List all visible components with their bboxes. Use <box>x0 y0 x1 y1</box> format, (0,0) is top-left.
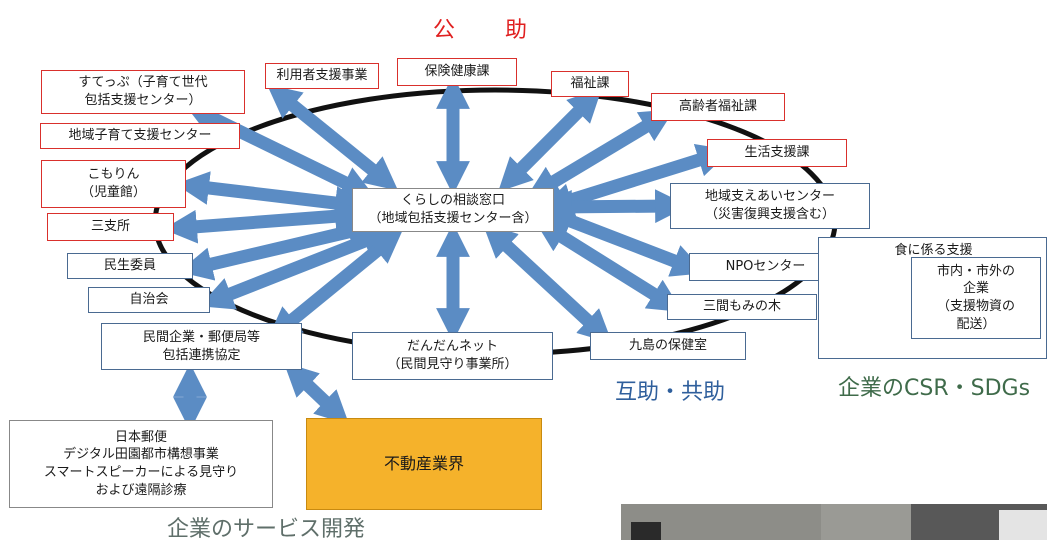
node-yubin: 日本郵便 デジタル田園都市構想事業 スマートスピーカーによる見守り および遠隔診… <box>9 420 273 508</box>
arrow-center-komorin <box>175 171 369 220</box>
label-mutual: 互助・共助 <box>615 380 726 405</box>
node-minkan: 民間企業・郵便局等 包括連携協定 <box>101 323 302 370</box>
node-chiiki-sasae: 地域支えあいセンター （災害復興支援含む） <box>670 183 870 229</box>
node-riyousha: 利用者支援事業 <box>265 63 379 89</box>
node-kosodate: 地域子育て支援センター <box>40 123 240 149</box>
node-suteppu: すてっぷ（子育て世代 包括支援センター） <box>41 70 245 114</box>
node-jichikai: 自治会 <box>88 287 210 313</box>
page-title: 公 助 <box>433 18 542 43</box>
node-sanshisho: 三支所 <box>47 213 174 241</box>
arrow-center-chiiki <box>538 189 689 224</box>
node-kujima: 九島の保健室 <box>590 332 746 360</box>
node-minsei: 民生委員 <box>67 253 193 279</box>
node-kigyo: 市内・市外の 企業 （支援物資の 配送） <box>911 257 1041 339</box>
arrow-minkan-fudousan <box>283 362 350 425</box>
node-npo: NPOセンター <box>689 253 842 281</box>
node-hoken: 保険健康課 <box>397 58 517 86</box>
arrow-center-sanshisho <box>163 199 369 244</box>
label-csr: 企業のCSR・SDGs <box>838 376 1031 401</box>
node-seikatsu: 生活支援課 <box>707 139 847 167</box>
arrow-center-minkan <box>266 229 404 341</box>
node-komorin: こもりん （児童館） <box>41 160 186 208</box>
node-center: くらしの相談窓口 （地域包括支援センター含） <box>352 188 554 232</box>
shoku-label: 食に係る支援 <box>894 243 973 258</box>
node-dandan: だんだんネット （民間見守り事業所） <box>352 332 553 380</box>
arrow-center-riyousha <box>266 84 399 191</box>
node-koureisha: 高齢者福祉課 <box>651 93 785 121</box>
photo-thumbnail <box>621 504 1047 540</box>
node-fukushi: 福祉課 <box>551 71 629 97</box>
node-fudousan: 不動産業界 <box>306 418 542 510</box>
node-mima: 三間もみの木 <box>667 294 817 320</box>
label-service: 企業のサービス開発 <box>167 517 366 542</box>
